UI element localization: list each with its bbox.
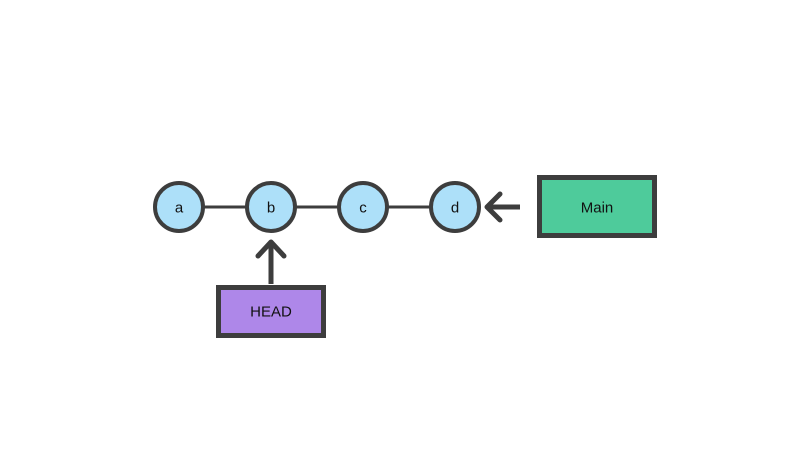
commit-circle-b[interactable] <box>245 181 297 233</box>
commit-node-b[interactable]: b <box>245 181 297 233</box>
commit-node-d[interactable]: d <box>429 181 481 233</box>
arrow-main-to-d <box>484 191 520 223</box>
branch-ref-main[interactable]: Main <box>537 175 657 238</box>
arrow-head-left-icon <box>484 191 503 223</box>
commit-label-d: d <box>451 200 459 217</box>
commit-circle-a[interactable] <box>153 181 205 233</box>
commit-circle-d[interactable] <box>429 181 481 233</box>
arrow-head-to-b <box>255 239 287 284</box>
branch-ref-main-box[interactable] <box>537 175 657 238</box>
commit-node-c[interactable]: c <box>337 181 389 233</box>
branch-ref-main-label: Main <box>581 200 614 217</box>
pointer-ref-head[interactable]: HEAD <box>216 285 326 338</box>
commit-label-c: c <box>359 200 367 217</box>
pointer-ref-head-box[interactable] <box>216 285 326 338</box>
pointer-ref-head-label: HEAD <box>250 304 292 321</box>
commit-label-b: b <box>267 200 275 217</box>
commit-label-a: a <box>175 200 184 217</box>
arrow-head-up-icon <box>255 239 287 259</box>
commit-circle-c[interactable] <box>337 181 389 233</box>
commit-node-a[interactable]: a <box>153 181 205 233</box>
